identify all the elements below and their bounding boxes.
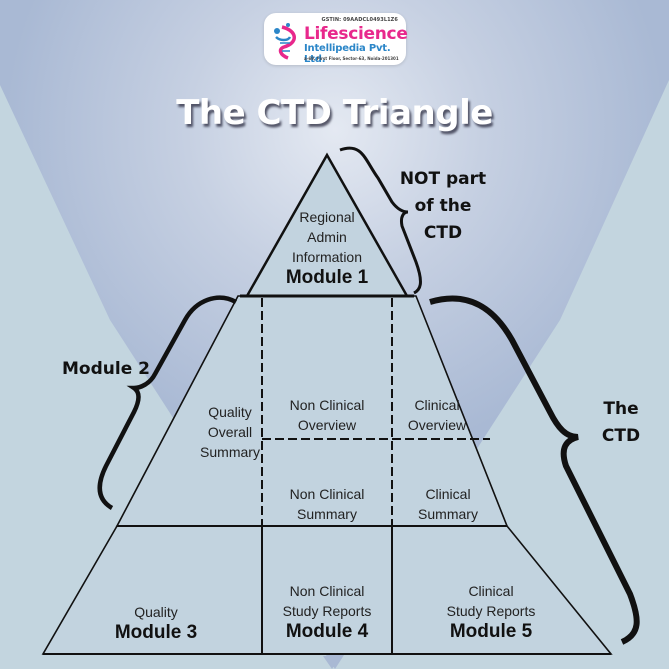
co-line: Overview (407, 417, 467, 433)
module-4-line: Non Clinical (289, 583, 365, 599)
page-title: The CTD Triangle (176, 93, 493, 133)
co-line: Clinical (414, 397, 460, 413)
qos-line: Summary (200, 444, 260, 460)
nonclinical-overview-label: Non Clinical Overview (262, 395, 392, 435)
module-1-line: Regional (299, 209, 355, 225)
nco-line: Overview (297, 417, 357, 433)
module-3-name: Module 3 (114, 622, 198, 643)
quality-overall-summary-label: Quality Overall Summary (190, 402, 270, 462)
module-1-line: Admin (307, 229, 347, 245)
cs-line: Summary (418, 506, 478, 522)
company-logo: GSTIN: 09AADCL0493L1Z6 Lifescience Intel… (264, 13, 408, 65)
nonclinical-summary-label: Non Clinical Summary (262, 484, 392, 524)
brace-the-ctd (429, 295, 640, 645)
ncs-line: Non Clinical (289, 486, 365, 502)
module-2-annotation: Module 2 (62, 359, 150, 379)
module-4-name: Module 4 (285, 621, 369, 642)
bottom-pointer (323, 656, 341, 669)
clinical-summary-label: Clinical Summary (392, 484, 504, 524)
the-ctd-line: CTD (601, 426, 641, 446)
ctd-pyramid (41, 152, 613, 655)
module-5-line: Study Reports (446, 603, 536, 619)
nco-line: Non Clinical (289, 397, 365, 413)
brace-module-2 (97, 295, 238, 510)
module-1-name: Module 1 (285, 267, 369, 288)
qos-line: Quality (208, 404, 252, 420)
module-5-line: Clinical (468, 583, 514, 599)
qos-line: Overall (207, 424, 253, 440)
brace-not-part (339, 146, 422, 295)
dna-helix-icon (274, 23, 296, 60)
module-3-label: Quality Module 3 (96, 602, 216, 644)
module-4-label: Non Clinical Study Reports Module 4 (262, 581, 392, 643)
module-5-name: Module 5 (449, 621, 533, 642)
module-1-line: Information (291, 249, 363, 265)
ncs-line: Summary (297, 506, 357, 522)
module-4-line: Study Reports (282, 603, 372, 619)
clinical-overview-label: Clinical Overview (392, 395, 482, 435)
the-ctd-line: The (603, 399, 639, 419)
not-part-line: NOT part (399, 169, 487, 189)
cs-line: Clinical (425, 486, 471, 502)
module-5-label: Clinical Study Reports Module 5 (428, 581, 554, 643)
logo-address: a-69, First Floor, Sector-63, Noida-2013… (304, 56, 399, 61)
the-ctd-annotation: The CTD (596, 396, 646, 450)
not-part-line: CTD (423, 223, 463, 243)
logo-brand: Lifescience (304, 24, 408, 44)
logo-subbrand: Intellipedia Pvt. Ltd. (304, 43, 391, 65)
not-part-line: of the (414, 196, 472, 216)
module-3-line: Quality (134, 604, 178, 620)
not-part-of-ctd-annotation: NOT part of the CTD (392, 166, 494, 247)
logo-gstin: GSTIN: 09AADCL0493L1Z6 (321, 17, 398, 23)
module-1-label: Regional Admin Information Module 1 (267, 207, 387, 289)
